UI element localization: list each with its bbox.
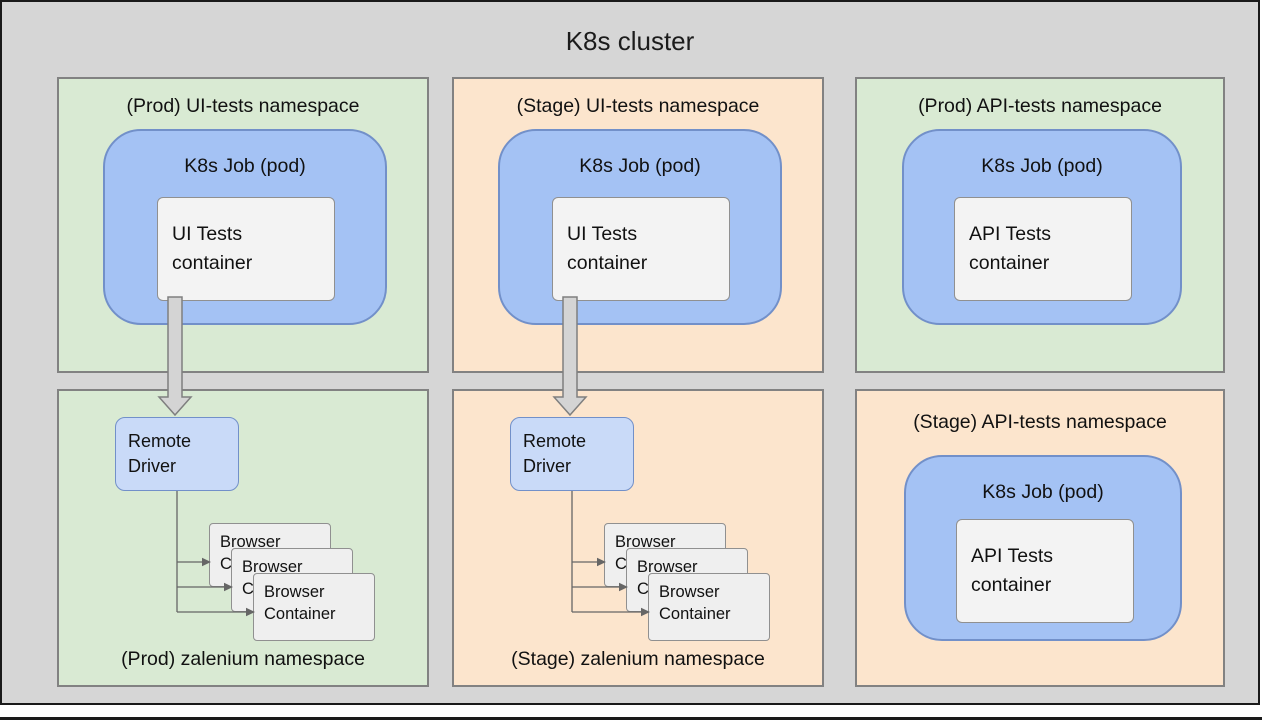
panel-prod-ui-tests: (Prod) UI-tests namespace K8s Job (pod) … bbox=[57, 77, 429, 373]
browser-container-box: Browser Container bbox=[253, 573, 375, 641]
remote-driver-box-prod: Remote Driver bbox=[115, 417, 239, 491]
browser-container-label: Browser Container bbox=[659, 583, 731, 623]
k8s-cluster-box: K8s cluster (Prod) UI-tests namespace K8… bbox=[0, 0, 1260, 705]
k8s-job-pod-stage-ui: K8s Job (pod) UI Tests container bbox=[498, 129, 782, 325]
cluster-title: K8s cluster bbox=[565, 26, 695, 56]
panel-prod-zalenium: Remote Driver Browser Container Browser … bbox=[57, 389, 429, 687]
panel-stage-zalenium: Remote Driver Browser Container Browser … bbox=[452, 389, 824, 687]
pod-label-prod-ui: K8s Job (pod) bbox=[184, 155, 306, 177]
browser-container-box: Browser Container bbox=[648, 573, 770, 641]
browser-container-label: Browser Container bbox=[264, 583, 336, 623]
k8s-job-pod-stage-api: K8s Job (pod) API Tests container bbox=[904, 455, 1182, 641]
ui-tests-container-box-stage: UI Tests container bbox=[552, 197, 730, 301]
namespace-title-stage-api: (Stage) API-tests namespace bbox=[913, 411, 1167, 433]
remote-driver-box-stage: Remote Driver bbox=[510, 417, 634, 491]
api-tests-container-box-prod: API Tests container bbox=[954, 197, 1132, 301]
namespace-title-prod-zalenium: (Prod) zalenium namespace bbox=[121, 648, 365, 670]
namespace-title-stage-zalenium: (Stage) zalenium namespace bbox=[511, 648, 765, 670]
ui-tests-container-box-prod: UI Tests container bbox=[157, 197, 335, 301]
pod-label-stage-api: K8s Job (pod) bbox=[982, 481, 1104, 503]
panel-stage-api-tests: (Stage) API-tests namespace K8s Job (pod… bbox=[855, 389, 1225, 687]
panel-stage-ui-tests: (Stage) UI-tests namespace K8s Job (pod)… bbox=[452, 77, 824, 373]
remote-driver-label-stage: Remote Driver bbox=[523, 431, 587, 476]
remote-driver-label-prod: Remote Driver bbox=[128, 431, 192, 476]
namespace-title-prod-api: (Prod) API-tests namespace bbox=[918, 95, 1162, 117]
pod-label-stage-ui: K8s Job (pod) bbox=[579, 155, 701, 177]
panel-prod-api-tests: (Prod) API-tests namespace K8s Job (pod)… bbox=[855, 77, 1225, 373]
namespace-title-stage-ui: (Stage) UI-tests namespace bbox=[516, 95, 760, 117]
pod-label-prod-api: K8s Job (pod) bbox=[981, 155, 1103, 177]
k8s-job-pod-prod-api: K8s Job (pod) API Tests container bbox=[902, 129, 1182, 325]
container-label-stage-api: API Tests container bbox=[971, 545, 1054, 596]
container-label-prod-api: API Tests container bbox=[969, 223, 1052, 274]
container-label-stage-ui: UI Tests container bbox=[567, 223, 648, 274]
canvas-bottom-edge bbox=[0, 717, 1262, 720]
k8s-job-pod-prod-ui: K8s Job (pod) UI Tests container bbox=[103, 129, 387, 325]
api-tests-container-box-stage: API Tests container bbox=[956, 519, 1134, 623]
container-label-prod-ui: UI Tests container bbox=[172, 223, 253, 274]
namespace-title-prod-ui: (Prod) UI-tests namespace bbox=[126, 95, 360, 117]
